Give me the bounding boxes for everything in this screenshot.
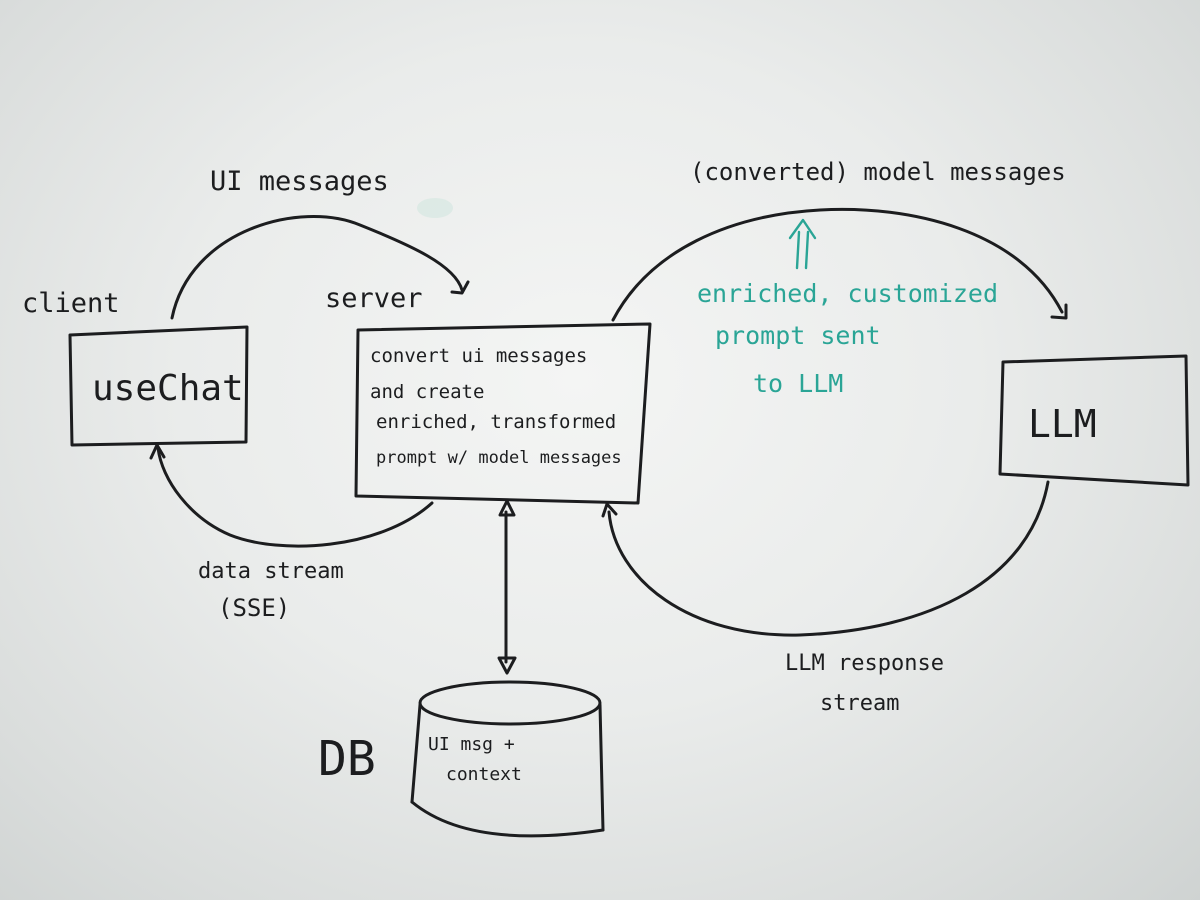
llm-response-arrowhead [601, 502, 618, 518]
llm-label: LLM [1028, 402, 1097, 446]
data-stream-label: data stream [198, 559, 344, 584]
ui-messages-label: UI messages [210, 166, 389, 197]
teal-arrow-shaft-right [804, 230, 810, 270]
db-cylinder [410, 680, 605, 838]
db-bottom [410, 800, 605, 838]
db-left-side [410, 703, 422, 804]
data-stream-arrowhead [149, 443, 166, 460]
db-top [418, 680, 602, 726]
data-stream-arrow [156, 446, 434, 548]
db-right-side [598, 703, 605, 832]
llm-response-arrow [607, 480, 1050, 637]
annotation-line-2: prompt sent [715, 321, 881, 350]
ui-messages-arrowhead [450, 280, 470, 295]
teal-up-arrow [788, 218, 817, 270]
server-label: server [325, 283, 423, 314]
teal-annotation: enriched, customized prompt sent to LLM [697, 279, 998, 398]
annotation-line-3: to LLM [753, 369, 843, 398]
sse-label: (SSE) [218, 594, 290, 622]
server-db-arrowhead-bottom [497, 656, 517, 675]
db-content-line-2: context [446, 764, 522, 785]
server-box-line-1: convert ui messages [370, 345, 587, 367]
converted-model-messages-label: (converted) model messages [690, 158, 1066, 186]
client-label: client [22, 288, 120, 319]
server-box-line-4: prompt w/ model messages [376, 448, 622, 468]
stream-label: stream [820, 691, 899, 716]
teal-arrow-head [788, 218, 817, 240]
server-box [354, 322, 652, 505]
db-content-line-1: UI msg + [428, 734, 515, 755]
llm-response-label: LLM response [785, 651, 944, 676]
annotation-line-1: enriched, customized [697, 279, 998, 308]
ui-messages-arrow [170, 215, 464, 320]
server-box-line-2: and create [370, 381, 484, 403]
model-messages-arrowhead [1050, 303, 1068, 320]
server-box-text: convert ui messages and create enriched,… [370, 345, 622, 468]
server-db-arrowhead-top [498, 499, 516, 517]
llm-box [998, 354, 1190, 487]
server-box-line-3: enriched, transformed [376, 411, 616, 433]
db-label: DB [318, 731, 376, 787]
marker-smudge [417, 198, 453, 218]
teal-arrow-shaft-left [795, 230, 801, 270]
usechat-box [68, 325, 249, 447]
usechat-label: useChat [92, 368, 244, 409]
model-messages-arrow [611, 207, 1064, 322]
